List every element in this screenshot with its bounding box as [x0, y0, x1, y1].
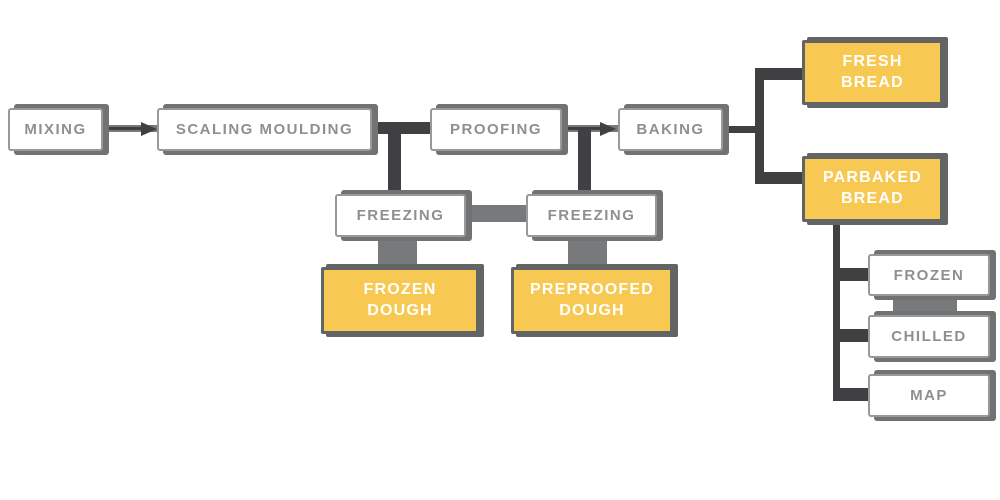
node-frozen: FROZEN — [868, 254, 990, 296]
node-baking: BAKING — [618, 108, 723, 151]
node-frozen-dough: FROZEN DOUGH — [321, 267, 479, 334]
node-preproofed-dough-label: PREPROOFED DOUGH — [529, 280, 654, 319]
edge-branch-parbaked — [755, 172, 802, 184]
node-frozen-dough-label: FROZEN DOUGH — [363, 280, 437, 319]
node-fresh-bread-label: FRESH BREAD — [841, 52, 904, 91]
edge-scaling-freezing1 — [388, 128, 401, 194]
node-parbaked-bread: PARBAKED BREAD — [802, 156, 943, 222]
node-freezing-2: FREEZING — [526, 194, 657, 237]
edge-branch-freshbread — [755, 68, 802, 80]
node-preproofed-dough: PREPROOFED DOUGH — [511, 267, 673, 334]
node-mixing-label: MIXING — [24, 121, 87, 138]
edge-parbaked-frozen — [833, 268, 868, 281]
node-frozen-label: FROZEN — [893, 266, 965, 284]
edge-freezing2-preproofed — [568, 236, 607, 267]
edge-freezing1-frozendough — [378, 236, 417, 267]
node-scaling-moulding: SCALING MOULDING — [157, 108, 372, 151]
node-map-label: MAP — [910, 387, 948, 404]
node-mixing: MIXING — [8, 108, 103, 151]
edge-mixing-scaling-arrowhead — [141, 122, 157, 136]
node-fresh-bread: FRESH BREAD — [802, 40, 943, 105]
edge-parbaked-chilled — [833, 329, 868, 342]
node-proofing: PROOFING — [430, 108, 562, 151]
node-chilled-label: CHILLED — [891, 328, 967, 345]
edge-frozen-chilled — [893, 295, 957, 315]
node-freezing-1: FREEZING — [335, 194, 466, 237]
node-freezing-2-label: FREEZING — [547, 207, 636, 224]
edge-parbaked-vertical — [833, 222, 840, 401]
edge-freezing1-freezing2 — [466, 205, 526, 222]
edge-proofing-baking-arrowhead — [600, 122, 616, 136]
node-baking-label: BAKING — [636, 121, 705, 138]
edge-baking-branch-vertical — [755, 70, 764, 184]
node-chilled: CHILLED — [868, 315, 990, 358]
node-parbaked-bread-label: PARBAKED BREAD — [822, 169, 923, 207]
edge-proofing-freezing2 — [578, 130, 591, 194]
node-map: MAP — [868, 374, 990, 417]
node-freezing-1-label: FREEZING — [356, 207, 445, 224]
edge-baking-branch — [723, 126, 759, 133]
node-scaling-moulding-label: SCALING MOULDING — [175, 121, 354, 138]
edge-mixing-scaling-line — [103, 127, 147, 130]
edge-proofing-baking-line — [562, 127, 604, 130]
node-proofing-label: PROOFING — [449, 121, 542, 138]
edge-parbaked-map — [833, 388, 868, 401]
